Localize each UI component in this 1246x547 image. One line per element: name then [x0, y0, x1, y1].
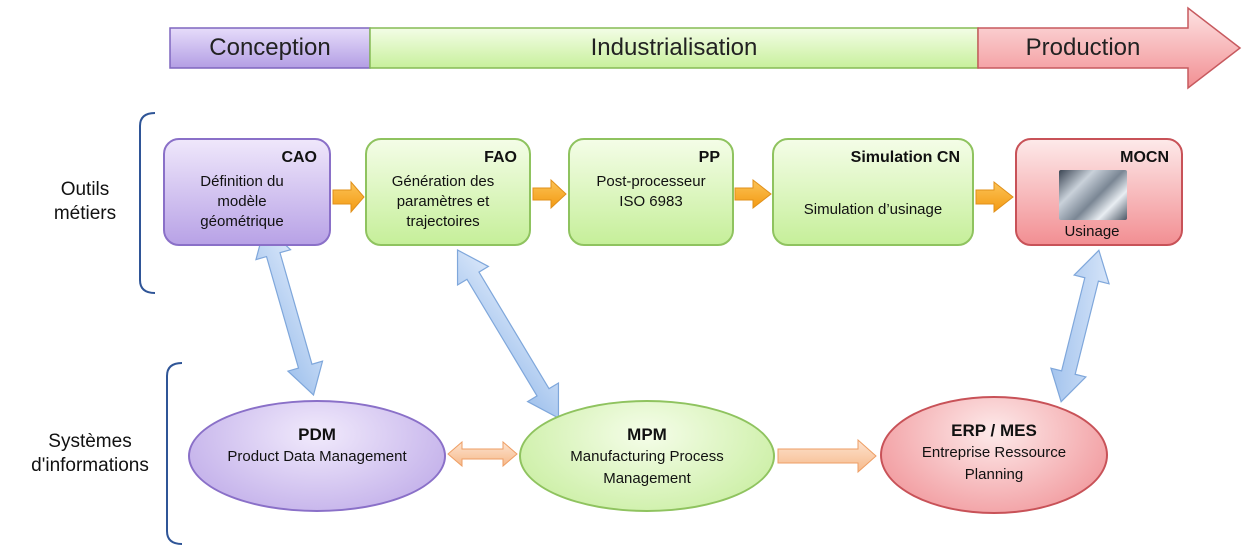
arrow-fao-pp: [532, 178, 567, 210]
desc-line: Usinage: [1064, 223, 1120, 240]
system-title: MPM: [627, 425, 667, 444]
systems-side-label: Systèmes d'informations: [20, 430, 160, 478]
tool-title: Simulation CN: [850, 149, 960, 166]
desc-line: paramètres et: [396, 193, 490, 210]
tool-title: PP: [698, 149, 720, 166]
tools-bracket: [139, 112, 156, 294]
desc-line: Définition du: [200, 173, 284, 190]
tool-box-fao: FAO Génération des paramètres et traject…: [365, 138, 531, 246]
system-desc-line: Product Data Management: [227, 448, 407, 465]
tool-description: Génération des paramètres et trajectoire…: [357, 172, 529, 232]
tool-box-cao: CAO Définition du modèle géométrique: [163, 138, 331, 246]
desc-line: Génération des: [391, 173, 495, 190]
system-title: ERP / MES: [951, 421, 1037, 440]
phase-industrialisation-label: Industrialisation: [590, 34, 758, 61]
tool-description: Définition du modèle géométrique: [155, 172, 329, 232]
link-mpm-erp: [777, 438, 877, 474]
system-pdm: PDM Product Data Management: [188, 400, 446, 512]
systems-label-line2: d'informations: [31, 455, 149, 476]
arrow-sim-mocn: [975, 180, 1014, 214]
systems-label-line1: Systèmes: [48, 431, 132, 452]
tool-description: Simulation d’usinage: [774, 200, 972, 220]
phase-industrialisation-bar: [369, 27, 979, 69]
tool-box-mocn: MOCN Usinage: [1015, 138, 1183, 246]
tools-side-label: Outils métiers: [40, 178, 130, 226]
tool-description: Usinage: [1003, 222, 1181, 242]
system-desc-line: Entreprise Ressource: [921, 444, 1067, 461]
system-title: PDM: [298, 425, 336, 444]
phase-production-label: Production: [1025, 34, 1141, 61]
link-mocn-erp: [1050, 249, 1110, 403]
tools-label-line2: métiers: [53, 203, 117, 224]
tool-box-simulation-cn: Simulation CN Simulation d’usinage: [772, 138, 974, 246]
machine-tool-icon: [1059, 170, 1127, 220]
desc-line: géométrique: [200, 213, 284, 230]
system-erp-mes: ERP / MES Entreprise Ressource Planning: [880, 396, 1108, 514]
link-cao-pdm: [255, 224, 324, 397]
systems-bracket: [166, 362, 183, 545]
desc-line: ISO 6983: [619, 193, 683, 210]
tool-box-pp: PP Post-processeur ISO 6983: [568, 138, 734, 246]
system-desc-line: Manufacturing Process: [570, 448, 724, 465]
phase-conception-bar: [169, 27, 371, 69]
desc-line: modèle: [217, 193, 267, 210]
tool-description: Post-processeur ISO 6983: [570, 172, 732, 212]
tool-title: FAO: [484, 149, 517, 166]
system-mpm: MPM Manufacturing Process Management: [519, 400, 775, 512]
phase-conception-label: Conception: [209, 34, 331, 61]
phase-production-arrow: [977, 6, 1242, 90]
link-fao-mpm: [456, 248, 560, 420]
tool-title: MOCN: [1120, 149, 1169, 166]
system-desc-line: Planning: [964, 466, 1024, 483]
system-desc-line: Management: [603, 470, 691, 487]
link-pdm-mpm: [447, 440, 518, 468]
tools-label-line1: Outils: [60, 179, 110, 200]
arrow-cao-fao: [332, 180, 365, 214]
tool-title: CAO: [281, 149, 317, 166]
desc-line: Post-processeur: [596, 173, 706, 190]
desc-line: trajectoires: [406, 213, 480, 230]
desc-line: Simulation d’usinage: [803, 201, 943, 218]
arrow-pp-sim: [734, 178, 772, 210]
